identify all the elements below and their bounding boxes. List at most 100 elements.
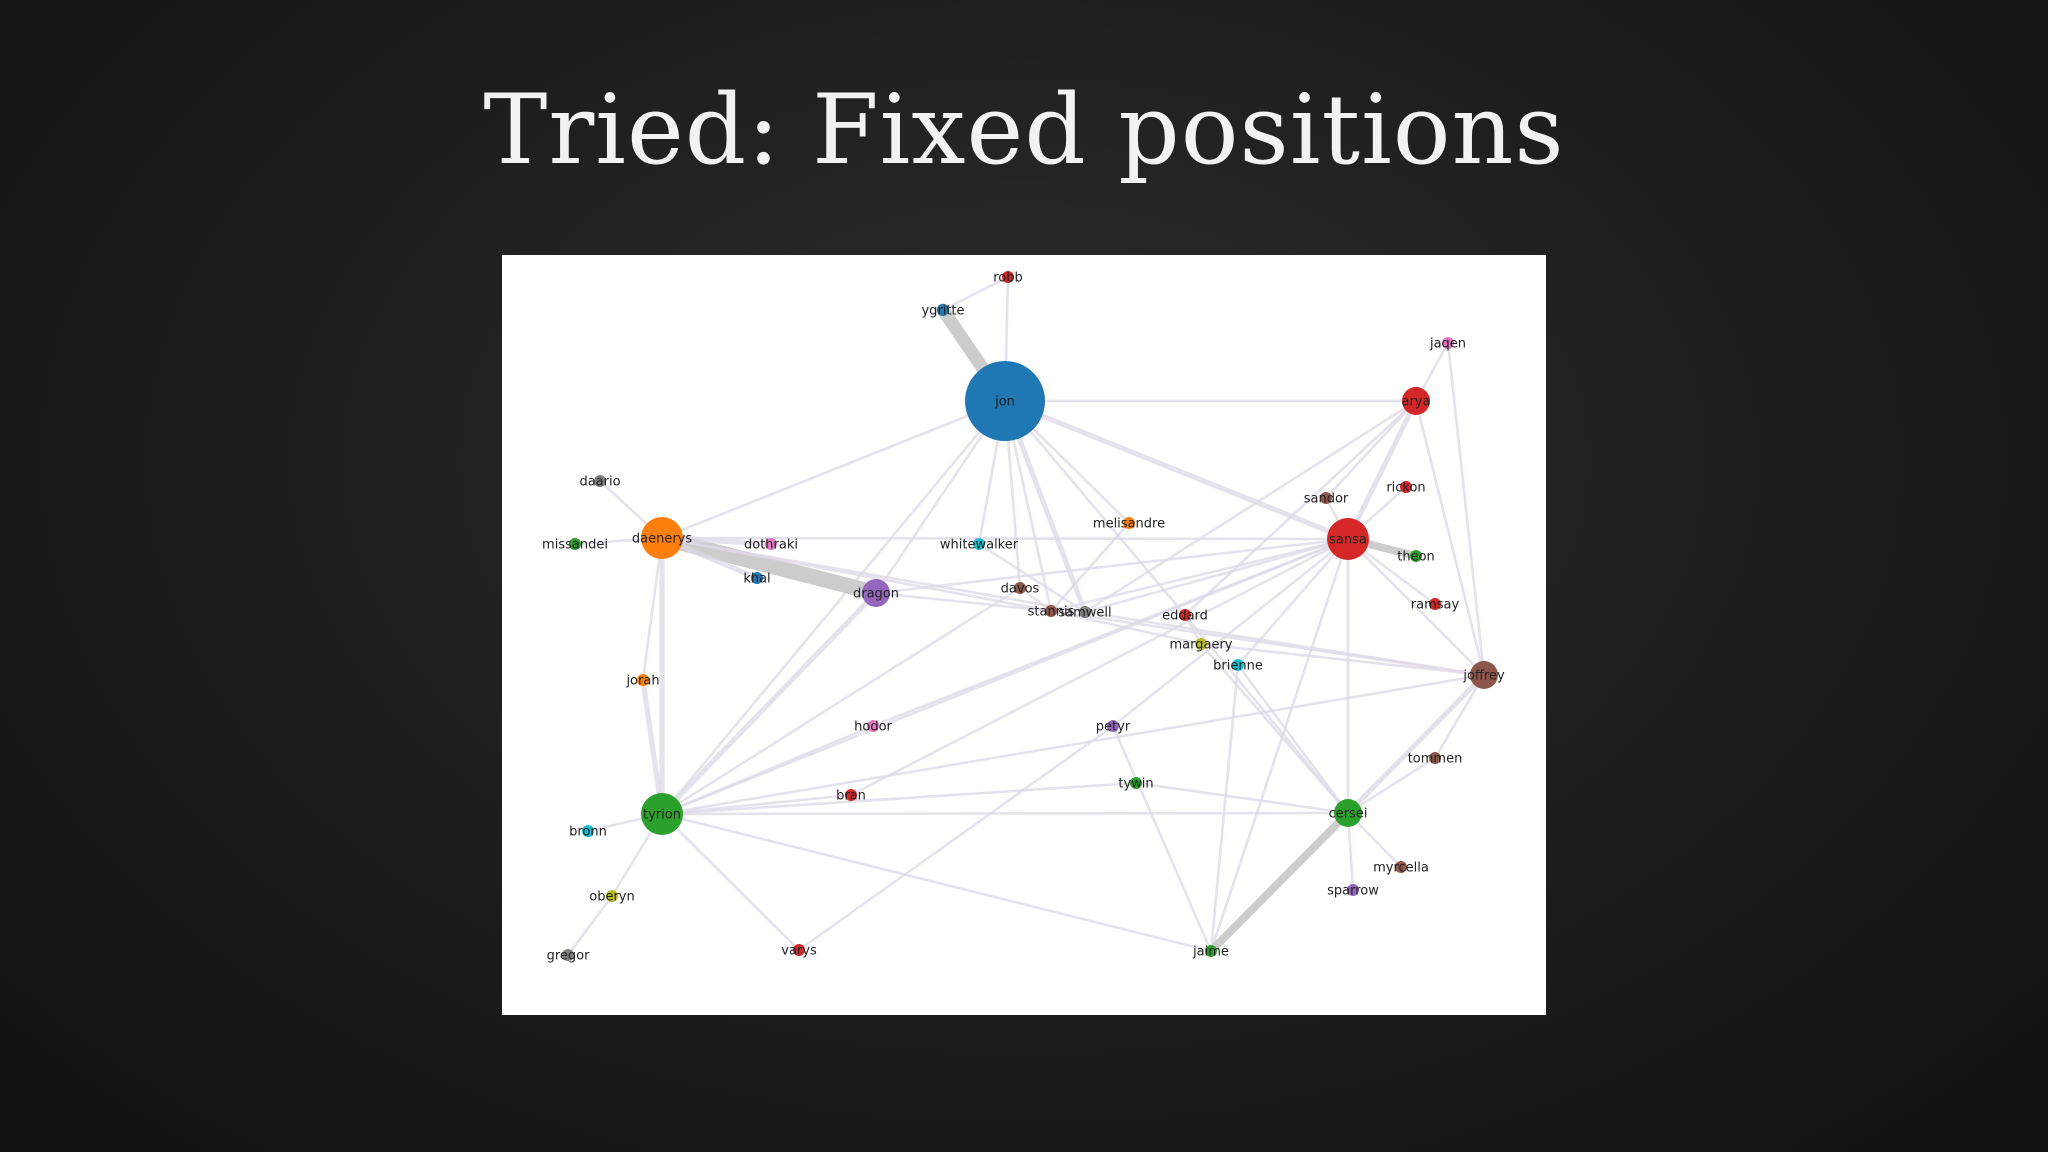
node-stannis[interactable]: stannis — [1028, 605, 1075, 620]
node-davos[interactable]: davos — [1001, 582, 1040, 597]
node-label-tywin: tywin — [1118, 777, 1153, 792]
node-circle-davos[interactable] — [1014, 582, 1026, 594]
node-circle-gregor[interactable] — [562, 949, 574, 961]
node-circle-joffrey[interactable] — [1470, 661, 1498, 689]
edge-sansa-hodor — [871, 537, 1350, 728]
node-circle-ramsay[interactable] — [1429, 598, 1441, 610]
node-bronn[interactable]: bronn — [569, 825, 607, 840]
node-circle-oberyn[interactable] — [606, 890, 618, 902]
node-label-missandei: missandei — [542, 538, 608, 553]
node-myrcella[interactable]: myrcella — [1373, 861, 1429, 876]
node-theon[interactable]: theon — [1397, 550, 1435, 565]
node-circle-samwell[interactable] — [1079, 606, 1091, 618]
node-circle-dothraki[interactable] — [765, 538, 777, 550]
node-samwell[interactable]: samwell — [1058, 606, 1111, 621]
node-margaery[interactable]: margaery — [1169, 638, 1232, 653]
node-daenerys[interactable]: daenerys — [632, 517, 692, 559]
node-circle-theon[interactable] — [1410, 550, 1422, 562]
node-circle-missandei[interactable] — [569, 538, 581, 550]
node-dothraki[interactable]: dothraki — [744, 538, 798, 553]
node-melisandre[interactable]: melisandre — [1093, 517, 1165, 532]
node-circle-stannis[interactable] — [1045, 605, 1057, 617]
node-label-jon: jon — [994, 395, 1015, 410]
node-circle-whitewalker[interactable] — [973, 538, 985, 550]
edge-arya-eddard — [1183, 399, 1418, 617]
node-circle-margaery[interactable] — [1195, 638, 1207, 650]
node-rickon[interactable]: rickon — [1386, 481, 1425, 496]
node-khal[interactable]: khal — [743, 572, 770, 587]
node-circle-daario[interactable] — [594, 475, 606, 487]
edge-sansa-joffrey — [1346, 537, 1486, 677]
node-jaqen[interactable]: jaqen — [1429, 337, 1466, 352]
node-circle-tyrion[interactable] — [641, 793, 683, 835]
node-bran[interactable]: bran — [836, 789, 866, 804]
node-circle-rickon[interactable] — [1400, 481, 1412, 493]
node-tyrion[interactable]: tyrion — [641, 793, 683, 835]
node-jaime[interactable]: jaime — [1192, 945, 1229, 960]
node-oberyn[interactable]: oberyn — [589, 890, 634, 905]
node-whitewalker[interactable]: whitewalker — [940, 538, 1019, 553]
node-sansa[interactable]: sansa — [1327, 518, 1369, 560]
node-circle-tommen[interactable] — [1429, 752, 1441, 764]
node-circle-bronn[interactable] — [582, 825, 594, 837]
node-circle-arya[interactable] — [1402, 387, 1430, 415]
node-circle-myrcella[interactable] — [1395, 861, 1407, 873]
node-varys[interactable]: varys — [781, 944, 817, 959]
node-brienne[interactable]: brienne — [1213, 659, 1263, 674]
node-label-margaery: margaery — [1169, 638, 1232, 653]
edge-cersei-brienne — [1236, 663, 1350, 815]
node-circle-tywin[interactable] — [1130, 777, 1142, 789]
node-label-melisandre: melisandre — [1093, 517, 1165, 532]
node-ygritte[interactable]: ygritte — [921, 304, 964, 319]
node-label-daario: daario — [579, 475, 620, 490]
node-circle-hodor[interactable] — [867, 720, 879, 732]
node-arya[interactable]: arya — [1402, 387, 1431, 415]
node-circle-jaqen[interactable] — [1442, 337, 1454, 349]
node-cersei[interactable]: cersei — [1329, 799, 1368, 827]
node-daario[interactable]: daario — [579, 475, 620, 490]
node-circle-sansa[interactable] — [1327, 518, 1369, 560]
edge-jon-tyrion — [660, 399, 1007, 816]
node-dragon[interactable]: dragon — [853, 579, 899, 607]
node-label-oberyn: oberyn — [589, 890, 634, 905]
node-circle-jorah[interactable] — [637, 674, 649, 686]
node-label-bronn: bronn — [569, 825, 607, 840]
node-hodor[interactable]: hodor — [854, 720, 892, 735]
node-circle-bran[interactable] — [845, 789, 857, 801]
node-jon[interactable]: jon — [965, 361, 1045, 441]
node-missandei[interactable]: missandei — [542, 538, 608, 553]
node-circle-jon[interactable] — [965, 361, 1045, 441]
node-tywin[interactable]: tywin — [1118, 777, 1153, 792]
node-circle-melisandre[interactable] — [1123, 517, 1135, 529]
node-joffrey[interactable]: joffrey — [1462, 661, 1505, 689]
node-tommen[interactable]: tommen — [1408, 752, 1463, 767]
node-circle-khal[interactable] — [751, 572, 763, 584]
node-circle-eddard[interactable] — [1179, 609, 1191, 621]
node-circle-sandor[interactable] — [1320, 492, 1332, 504]
node-circle-brienne[interactable] — [1232, 659, 1244, 671]
edge-sansa-petyr — [1111, 537, 1350, 728]
edge-sansa-arya — [1345, 398, 1419, 542]
node-circle-jaime[interactable] — [1205, 945, 1217, 957]
edge-cersei-tywin — [1134, 781, 1350, 815]
node-circle-petyr[interactable] — [1107, 720, 1119, 732]
node-circle-robb[interactable] — [1002, 271, 1014, 283]
node-petyr[interactable]: petyr — [1096, 720, 1131, 735]
node-circle-cersei[interactable] — [1334, 799, 1362, 827]
node-jorah[interactable]: jorah — [625, 674, 659, 689]
graph-edges — [566, 275, 1487, 957]
node-gregor[interactable]: gregor — [547, 949, 591, 964]
node-label-eddard: eddard — [1162, 609, 1208, 624]
node-circle-varys[interactable] — [793, 944, 805, 956]
node-circle-sparrow[interactable] — [1347, 884, 1359, 896]
node-circle-daenerys[interactable] — [641, 517, 683, 559]
node-sandor[interactable]: sandor — [1304, 492, 1349, 507]
node-eddard[interactable]: eddard — [1162, 609, 1208, 624]
node-ramsay[interactable]: ramsay — [1411, 598, 1460, 613]
node-label-davos: davos — [1001, 582, 1040, 597]
node-sparrow[interactable]: sparrow — [1327, 884, 1379, 899]
edge-samwell-joffrey — [1083, 610, 1486, 677]
node-robb[interactable]: robb — [993, 271, 1023, 286]
node-circle-ygritte[interactable] — [937, 304, 949, 316]
node-circle-dragon[interactable] — [862, 579, 890, 607]
